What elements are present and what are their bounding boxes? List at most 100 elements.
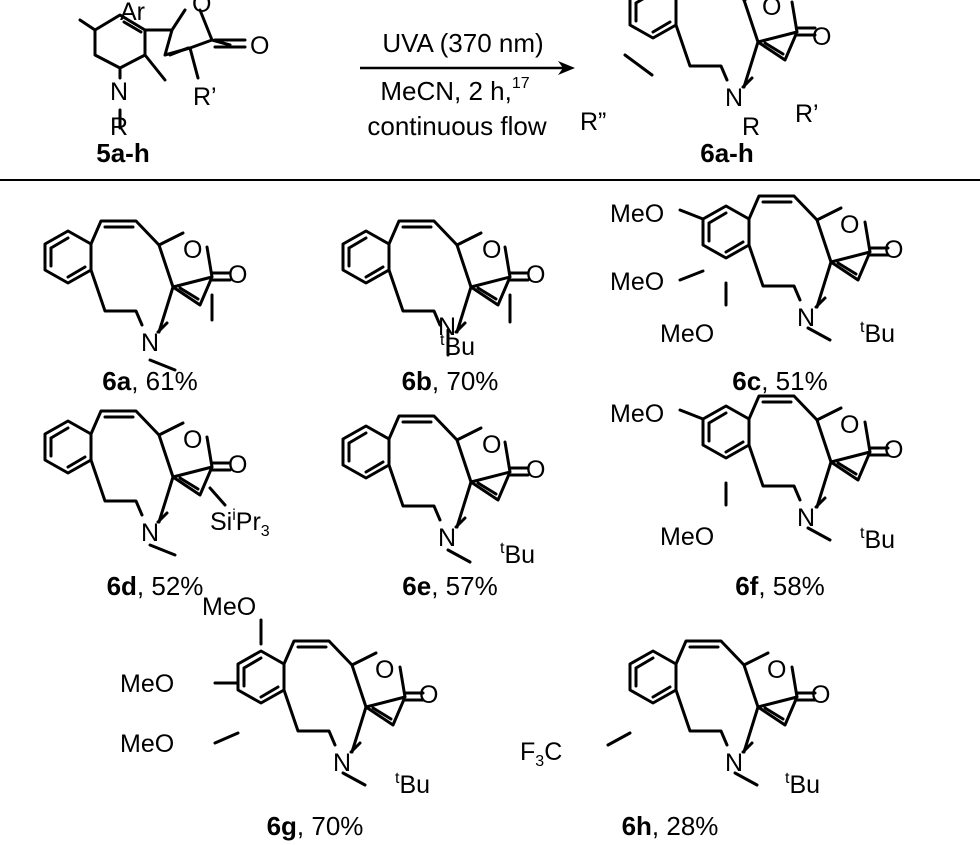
atom-6h-c3: Bu bbox=[789, 771, 820, 799]
condition-solvent-time: MeCN, 2 h,17 bbox=[380, 75, 529, 106]
compound-6a: N O O 6a, 61% bbox=[43, 219, 247, 396]
label-6d: 6d, 52% bbox=[107, 571, 204, 601]
product-label: 6a-h bbox=[700, 138, 753, 168]
product-r-prime: R’ bbox=[795, 100, 819, 128]
label-6d-yield: 52% bbox=[151, 571, 203, 601]
atom-6f-c3-substituent: tBu bbox=[860, 525, 895, 554]
label-6c: 6c, 51% bbox=[732, 366, 827, 396]
atom-6b-n-sup: t bbox=[440, 332, 445, 349]
atom-6g-c3-sup: t bbox=[395, 770, 400, 787]
label-6e-yield: 57% bbox=[446, 571, 498, 601]
atom-6h-c3-substituent: tBu bbox=[785, 770, 820, 799]
atom-6c-o-carbonyl: O bbox=[884, 236, 903, 264]
ring-oxygen-atom: O bbox=[192, 0, 211, 18]
atom-6g-c3: Bu bbox=[399, 771, 430, 799]
label-6c-id: 6c bbox=[732, 366, 761, 396]
condition-ref: 17 bbox=[512, 75, 530, 92]
atom-6c-c3-sup: t bbox=[860, 319, 865, 336]
label-6e-id: 6e bbox=[402, 571, 431, 601]
atom-6f-meo-2: MeO bbox=[660, 523, 714, 551]
atom-6g-c3-substituent: tBu bbox=[395, 770, 430, 799]
atom-6b-o-carbonyl: O bbox=[526, 261, 545, 289]
atom-6h-o-carbonyl: O bbox=[811, 681, 830, 709]
atom-6b-o-ring: O bbox=[482, 236, 501, 264]
compound-6g: N O O MeO MeO MeO tBu 6g, 70% bbox=[120, 593, 438, 841]
atom-6h-3: 3 bbox=[535, 753, 544, 770]
nitrogen-atom: N bbox=[110, 78, 128, 106]
label-6b-sep: , bbox=[432, 366, 446, 396]
atom-6c-meo-3: MeO bbox=[660, 320, 714, 348]
product-nitrogen: N bbox=[725, 84, 743, 112]
atom-6b-n-sub: Bu bbox=[444, 333, 475, 361]
r-group-atom: R bbox=[110, 113, 128, 141]
atom-6e-o-carbonyl: O bbox=[526, 456, 545, 484]
label-6g: 6g, 70% bbox=[267, 811, 364, 841]
label-6e-sep: , bbox=[431, 571, 445, 601]
label-6f-id: 6f bbox=[735, 571, 758, 601]
atom-6c-meo-1: MeO bbox=[610, 200, 664, 228]
condition-flow: continuous flow bbox=[367, 111, 546, 141]
condition-light: UVA (370 nm) bbox=[382, 28, 543, 58]
atom-6h-f: F bbox=[520, 738, 535, 766]
product-r-group: R bbox=[742, 113, 760, 141]
atom-6h-cf3: F3C bbox=[520, 738, 562, 770]
compound-6e: N O O tBu 6e, 57% bbox=[341, 414, 545, 601]
atom-6g-meo-3: MeO bbox=[120, 730, 174, 758]
compound-6h: N O O F3C tBu 6h, 28% bbox=[520, 639, 830, 841]
label-6h-yield: 28% bbox=[666, 811, 718, 841]
label-6a-id: 6a bbox=[102, 366, 131, 396]
atom-6e-c3-sup: t bbox=[500, 540, 505, 557]
atom-6d-o-ring: O bbox=[183, 426, 202, 454]
atom-6e-c3-substituent: tBu bbox=[500, 540, 535, 569]
carbonyl-oxygen-atom: O bbox=[250, 32, 269, 60]
label-6e: 6e, 57% bbox=[402, 571, 497, 601]
atom-6a-n: N bbox=[141, 329, 159, 357]
atom-6f-meo-1: MeO bbox=[610, 400, 664, 428]
label-6b-id: 6b bbox=[402, 366, 432, 396]
atom-6h-n: N bbox=[725, 749, 743, 777]
label-6b-yield: 70% bbox=[446, 366, 498, 396]
label-6h-id: 6h bbox=[622, 811, 652, 841]
atom-6a-o-carbonyl: O bbox=[228, 261, 247, 289]
label-6d-id: 6d bbox=[107, 571, 137, 601]
product-ring-oxygen: O bbox=[762, 0, 781, 21]
atom-6d-sub: 3 bbox=[261, 523, 270, 540]
atom-6e-o-ring: O bbox=[482, 431, 501, 459]
product-r-double-prime: R” bbox=[580, 108, 606, 136]
label-6a-yield: 61% bbox=[146, 366, 198, 396]
compound-6c: N O O MeO MeO MeO tBu 6c, 51% bbox=[610, 194, 903, 396]
atom-6c-c3: Bu bbox=[864, 320, 895, 348]
atom-6f-o-ring: O bbox=[840, 411, 859, 439]
atom-6f-o-carbonyl: O bbox=[884, 436, 903, 464]
atom-6c-o-ring: O bbox=[840, 211, 859, 239]
reactant-label: 5a-h bbox=[96, 138, 149, 168]
atom-6d-c3-substituent: SiiPr3 bbox=[210, 507, 270, 540]
atom-6h-c3-sup: t bbox=[785, 770, 790, 787]
atom-6g-o-carbonyl: O bbox=[419, 681, 438, 709]
compound-6b: N O O tBu 6b, 70% bbox=[341, 219, 545, 396]
atom-6f-c3: Bu bbox=[864, 526, 895, 554]
label-6d-sep: , bbox=[137, 571, 151, 601]
atom-6h-c: C bbox=[544, 738, 562, 766]
atom-6d-sup: i bbox=[232, 507, 236, 524]
r-prime-atom: R’ bbox=[193, 83, 217, 111]
atom-6b-n: N bbox=[438, 313, 456, 341]
label-6a-sep: , bbox=[131, 366, 145, 396]
reactant-structure: Ar O O N R R’ bbox=[78, 0, 269, 141]
reaction-arrow bbox=[360, 61, 575, 75]
label-6g-yield: 70% bbox=[311, 811, 363, 841]
aryl-atom: Ar bbox=[120, 0, 145, 26]
label-6c-yield: 51% bbox=[776, 366, 828, 396]
atom-6c-n: N bbox=[797, 304, 815, 332]
condition-solvent-time-text: MeCN, 2 h, bbox=[380, 76, 512, 106]
atom-6d-pr: Pr bbox=[236, 508, 261, 536]
atom-6c-meo-2: MeO bbox=[610, 268, 664, 296]
compound-6d: N O O SiiPr3 6d, 52% bbox=[43, 409, 270, 601]
atom-6h-o-ring: O bbox=[767, 656, 786, 684]
label-6h: 6h, 28% bbox=[622, 811, 719, 841]
atom-6f-n: N bbox=[797, 504, 815, 532]
atom-6a-o-ring: O bbox=[183, 236, 202, 264]
label-6a: 6a, 61% bbox=[102, 366, 197, 396]
atom-6d-n: N bbox=[141, 519, 159, 547]
